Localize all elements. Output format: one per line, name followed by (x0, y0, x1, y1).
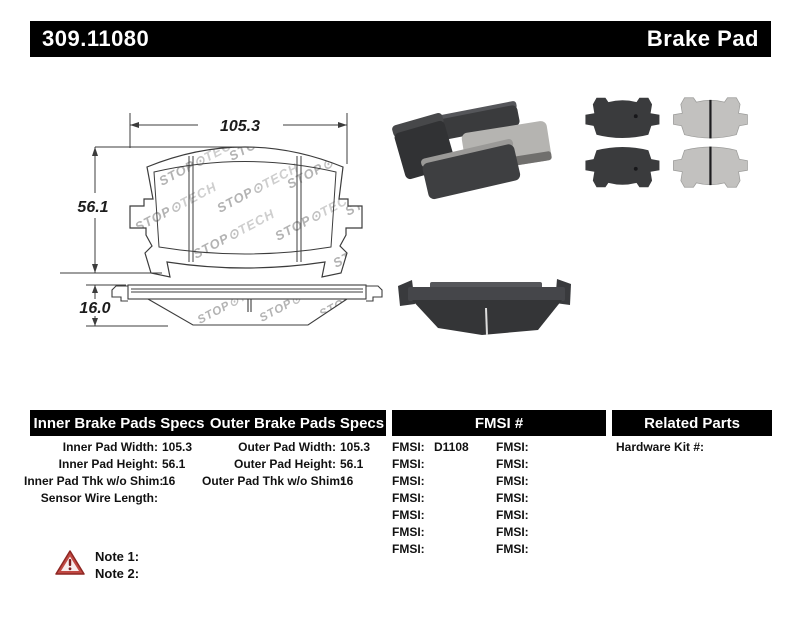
height-dim-label: 56.1 (77, 199, 108, 216)
height-dimension (60, 146, 242, 274)
spec-row: Outer Pad Width: 105.3 (202, 439, 387, 456)
warning-triangle-icon (55, 550, 85, 575)
fmsi-label: FMSI: (496, 474, 529, 488)
pad-slots (188, 156, 302, 262)
fmsi-value (434, 473, 496, 490)
fmsi-value (538, 507, 600, 524)
spec-label: Sensor Wire Length: (40, 491, 158, 505)
fmsi-value (538, 524, 600, 541)
spec-value: 105.3 (340, 440, 371, 454)
pad-front-view-drawing: 105.3 56.1 (60, 113, 363, 278)
spec-label: Inner Pad Height: (58, 457, 158, 471)
spec-row: Sensor Wire Length: (24, 490, 209, 507)
header-bar: 309.11080 Brake Pad (30, 21, 771, 57)
outer-specs-list: Outer Pad Width: 105.3 Outer Pad Height: 5… (202, 439, 387, 490)
fmsi-value (434, 524, 496, 541)
spec-value: 105.3 (162, 440, 193, 454)
spec-value: 56.1 (340, 457, 364, 471)
fmsi-label: FMSI: (392, 457, 425, 471)
fmsi-header-bar: FMSI # (392, 410, 606, 436)
fmsi-row: FMSI: FMSI: (392, 456, 608, 473)
spec-row: Inner Pad Width: 105.3 (24, 439, 209, 456)
fmsi-row: FMSI: FMSI: (392, 490, 608, 507)
photo-pad-edge (398, 279, 571, 336)
note-row: Note 1: (95, 548, 144, 565)
fmsi-value (538, 541, 600, 558)
fmsi-label: FMSI: (392, 525, 425, 539)
inner-specs-list: Inner Pad Width: 105.3 Inner Pad Height: 5… (24, 439, 209, 507)
related-parts-list: Hardware Kit #: (616, 439, 772, 456)
fmsi-label: FMSI: (496, 457, 529, 471)
fmsi-header: FMSI # (474, 414, 524, 432)
pads-specs-header-bar: Inner Brake Pads Specs Outer Brake Pads … (30, 410, 386, 436)
spec-row: Outer Pad Height: 56.1 (202, 456, 387, 473)
width-dim-label: 105.3 (220, 118, 260, 135)
fmsi-label: FMSI: (496, 508, 529, 522)
fmsi-label: FMSI: (496, 440, 529, 454)
spec-value: 16 (162, 474, 176, 488)
spec-value: 56.1 (162, 457, 186, 471)
fmsi-label: FMSI: (392, 508, 425, 522)
thickness-dimension (86, 284, 168, 327)
fmsi-row: FMSI: FMSI: (392, 473, 608, 490)
fmsi-label: FMSI: (392, 491, 425, 505)
note-label: Note 1: (95, 549, 140, 564)
related-parts-header: Related Parts (644, 414, 740, 432)
fmsi-label: FMSI: (392, 474, 425, 488)
fmsi-value (434, 456, 496, 473)
photo-pads-flat (585, 97, 748, 188)
part-number: 309.11080 (42, 26, 150, 51)
fmsi-value (434, 541, 496, 558)
spec-label: Outer Pad Thk w/o Shim: (202, 474, 345, 488)
fmsi-row: FMSI: FMSI: (392, 507, 608, 524)
related-parts-header-bar: Related Parts (612, 410, 772, 436)
notes-list: Note 1: Note 2: (95, 548, 144, 582)
fmsi-label: FMSI: (496, 542, 529, 556)
pad-watermark-group (132, 147, 362, 271)
spec-label: Outer Pad Width: (238, 440, 336, 454)
fmsi-label: FMSI: (496, 525, 529, 539)
fmsi-label: FMSI: (496, 491, 529, 505)
fmsi-label: FMSI: (392, 440, 425, 454)
thickness-dim-label: 16.0 (79, 300, 110, 317)
fmsi-row: FMSI: FMSI: (392, 524, 608, 541)
spec-row: Outer Pad Thk w/o Shim:16 (202, 473, 387, 490)
fmsi-row: FMSI: FMSI: (392, 541, 608, 558)
spec-label: Outer Pad Height: (233, 457, 336, 471)
outer-specs-header: Outer Brake Pads Specs (209, 414, 385, 432)
photo-pads-perspective (392, 101, 552, 200)
width-dimension (129, 113, 348, 164)
spec-value: 16 (340, 474, 354, 488)
friction-material-line (153, 161, 337, 255)
related-part-label: Hardware Kit #: (616, 440, 705, 454)
fmsi-value (538, 473, 600, 490)
note-label: Note 2: (95, 566, 140, 581)
fmsi-value (434, 507, 496, 524)
inner-specs-header: Inner Brake Pads Specs (33, 414, 205, 432)
spec-row: Inner Pad Thk w/o Shim:16 (24, 473, 209, 490)
pad-edge-view-drawing: 16.0 (79, 284, 383, 327)
fmsi-label: FMSI: (392, 542, 425, 556)
note-row: Note 2: (95, 565, 144, 582)
page-title: Brake Pad (646, 26, 759, 51)
fmsi-value (434, 490, 496, 507)
spec-row: Inner Pad Height: 56.1 (24, 456, 209, 473)
fmsi-value (538, 456, 600, 473)
related-part-row: Hardware Kit #: (616, 439, 772, 456)
fmsi-value (538, 490, 600, 507)
fmsi-row: FMSI: D1108 FMSI: (392, 439, 608, 456)
spec-label: Inner Pad Width: (62, 440, 158, 454)
fmsi-value: D1108 (434, 440, 469, 454)
spec-label: Inner Pad Thk w/o Shim: (24, 474, 164, 488)
fmsi-value (538, 439, 600, 456)
